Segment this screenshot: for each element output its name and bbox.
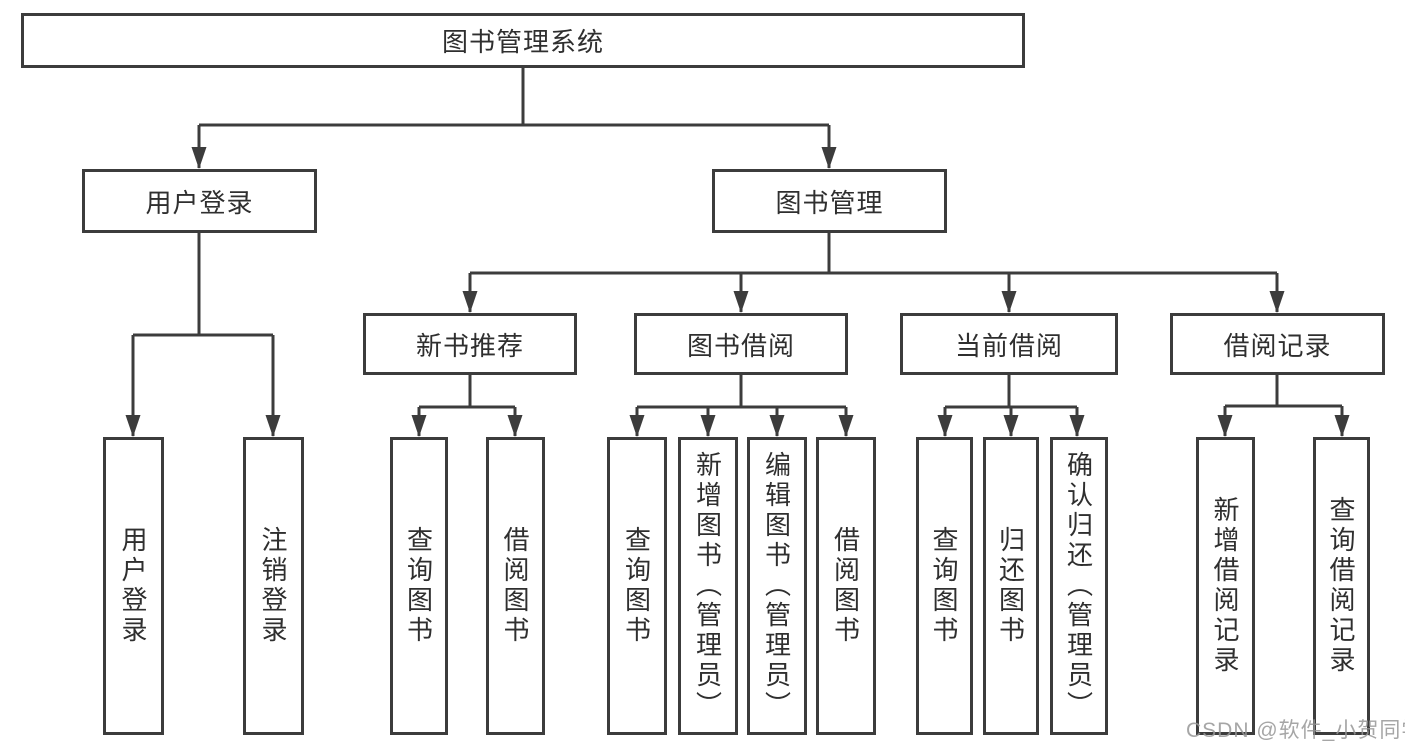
node-book-borrow: 图书借阅	[634, 313, 848, 375]
node-root-label: 图书管理系统	[441, 27, 604, 57]
leaf-query-borrow-record-label: 查询借阅记录	[1326, 496, 1356, 676]
leaf-user-login: 用户登录	[103, 437, 164, 735]
leaf-query-borrow-record: 查询借阅记录	[1313, 437, 1370, 735]
leaf-return-book-label: 归还图书	[995, 526, 1026, 646]
node-borrow-records-label: 借阅记录	[1223, 330, 1332, 361]
leaf-borrow-book-2-label: 借阅图书	[830, 526, 861, 646]
leaf-query-book-1: 查询图书	[390, 437, 448, 735]
leaf-return-book: 归还图书	[983, 437, 1039, 735]
leaf-user-login-label: 用户登录	[118, 526, 148, 646]
leaf-borrow-book-1-label: 借阅图书	[500, 526, 530, 646]
node-book-mgmt-label: 图书管理	[775, 187, 884, 218]
leaf-confirm-return-label: 确认归还（管理员）	[1063, 451, 1094, 721]
node-user-login: 用户登录	[82, 169, 317, 233]
node-new-book-rec: 新书推荐	[363, 313, 577, 375]
leaf-add-book: 新增图书（管理员）	[678, 437, 738, 735]
leaf-query-book-1-label: 查询图书	[403, 526, 434, 646]
leaf-borrow-book-1: 借阅图书	[486, 437, 545, 735]
leaf-logout: 注销登录	[243, 437, 304, 735]
leaf-query-book-2: 查询图书	[607, 437, 667, 735]
node-borrow-records: 借阅记录	[1170, 313, 1385, 375]
node-book-borrow-label: 图书借阅	[686, 330, 795, 361]
node-current-borrow-label: 当前借阅	[954, 330, 1063, 361]
leaf-add-borrow-record: 新增借阅记录	[1196, 437, 1255, 735]
leaf-logout-label: 注销登录	[258, 526, 288, 646]
node-user-login-label: 用户登录	[145, 187, 254, 218]
csdn-watermark: CSDN @软件_小贺同学	[1186, 719, 1405, 742]
leaf-edit-book-label: 编辑图书（管理员）	[761, 451, 792, 721]
leaf-query-book-2-label: 查询图书	[621, 526, 652, 646]
leaf-add-book-label: 新增图书（管理员）	[692, 451, 723, 721]
node-root: 图书管理系统	[21, 13, 1025, 68]
leaf-query-book-3-label: 查询图书	[929, 526, 959, 646]
node-current-borrow: 当前借阅	[900, 313, 1118, 375]
leaf-borrow-book-2: 借阅图书	[816, 437, 876, 735]
leaf-confirm-return: 确认归还（管理员）	[1050, 437, 1108, 735]
node-book-mgmt: 图书管理	[712, 169, 947, 233]
leaf-edit-book: 编辑图书（管理员）	[747, 437, 807, 735]
leaf-add-borrow-record-label: 新增借阅记录	[1210, 496, 1240, 676]
leaf-query-book-3: 查询图书	[916, 437, 973, 735]
node-new-book-rec-label: 新书推荐	[415, 330, 524, 361]
